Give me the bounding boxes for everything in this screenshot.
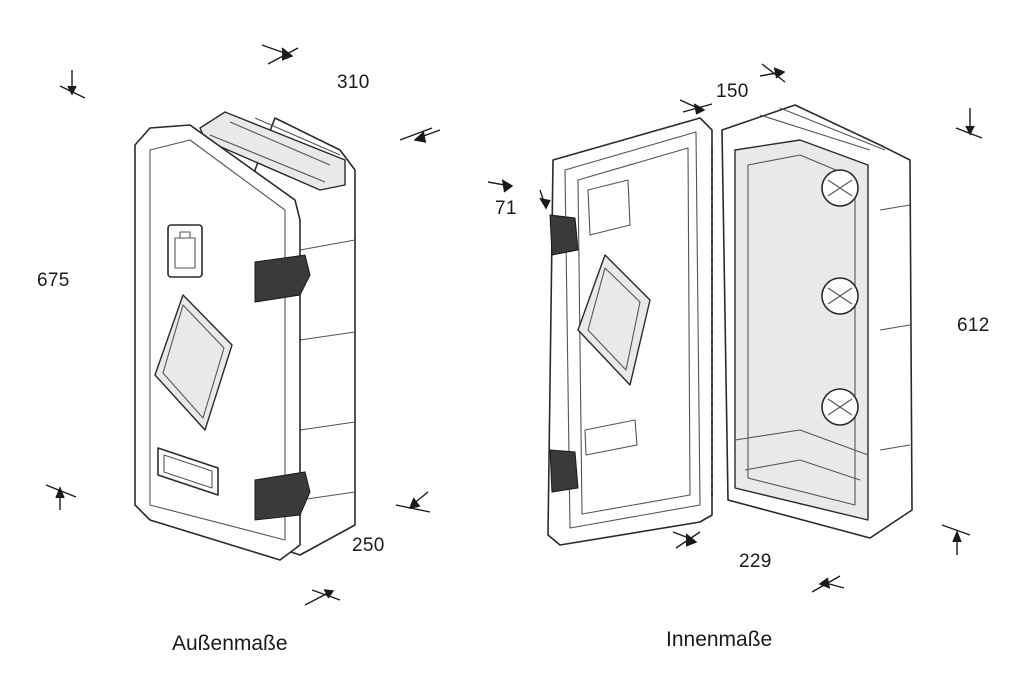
outer-depth-label: 250 [352,535,385,556]
inner-height-label: 612 [957,315,990,336]
inner-depth-label: 229 [739,551,772,572]
inner-width-label: 150 [716,81,749,102]
outer-caption: Außenmaße [172,632,288,655]
closed-cabinet-drawing [45,44,441,606]
outer-height-label: 675 [37,270,70,291]
inner-caption: Innenmaße [666,628,773,651]
outer-width-label: 310 [337,72,370,93]
open-cabinet-drawing [487,63,983,593]
inner-lip-label: 71 [495,198,517,219]
